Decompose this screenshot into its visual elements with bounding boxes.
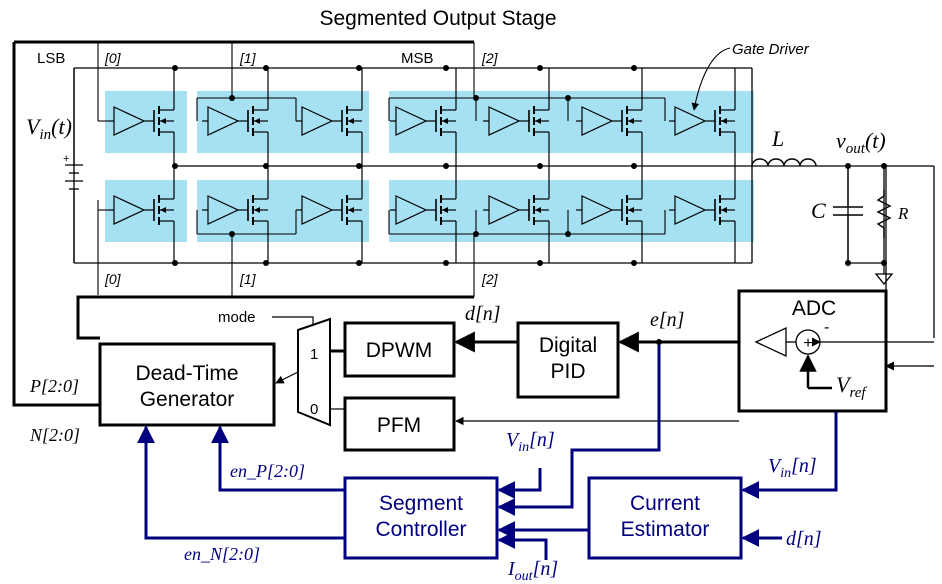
mux-input-0-label: 0 xyxy=(310,401,318,418)
blue-control-paths xyxy=(137,342,838,560)
segment-controller-label-1: Segment xyxy=(379,492,463,515)
current-estimator-label-2: Estimator xyxy=(621,518,710,541)
body-arrow xyxy=(348,118,354,124)
dpwm-label: DPWM xyxy=(366,339,433,362)
en-n-label: en_N[2:0] xyxy=(184,544,260,564)
body-arrow xyxy=(348,207,354,213)
vref-label: Vref xyxy=(836,372,867,401)
resistor-label: R xyxy=(897,204,909,223)
p-n-buses xyxy=(12,40,474,407)
input-battery xyxy=(65,68,83,263)
adc-label: ADC xyxy=(792,297,836,320)
body-arrow xyxy=(628,118,634,124)
body-arrow xyxy=(535,118,541,124)
power-switch-array xyxy=(108,68,736,263)
battery-plus-label: + xyxy=(63,153,69,165)
bottom-bus-2-label: [2] xyxy=(481,271,499,287)
ground-symbol xyxy=(874,273,894,286)
sum-plus-label: + xyxy=(803,335,812,352)
gate-bus-lines xyxy=(97,42,666,297)
vin-n-adc-label: Vin[n] xyxy=(768,455,817,481)
capacitor-symbol xyxy=(833,166,863,263)
pid-label-2: PID xyxy=(550,360,585,383)
adc-block xyxy=(737,289,888,413)
mux-input-1-label: 1 xyxy=(310,346,318,363)
sum-minus-label: - xyxy=(824,319,829,336)
body-arrow xyxy=(628,207,634,213)
segment-controller-block xyxy=(343,476,499,560)
mode-label: mode xyxy=(218,309,256,326)
resistor-symbol xyxy=(876,190,892,238)
dead-time-label-2: Generator xyxy=(140,388,235,411)
body-arrow xyxy=(442,118,448,124)
body-arrow xyxy=(721,207,727,213)
vin-source-label: Vin(t) xyxy=(26,114,72,143)
p-bus-label: P[2:0] xyxy=(29,376,79,396)
body-arrow xyxy=(535,207,541,213)
inductor-label: L xyxy=(771,126,784,151)
body-arrow xyxy=(254,207,260,213)
body-arrow xyxy=(160,118,166,124)
current-estimator-label-1: Current xyxy=(630,492,700,515)
bottom-bus-0-label: [0] xyxy=(104,271,122,287)
mode-mux xyxy=(297,317,331,427)
d-n-estimator-label: d[n] xyxy=(786,528,822,550)
pfm-label: PFM xyxy=(377,414,421,437)
thin-signal-paths xyxy=(272,316,739,426)
power-rails xyxy=(73,67,935,366)
pfm-block xyxy=(343,396,456,452)
top-bus-2-label: [2] xyxy=(481,50,499,66)
en-p-label: en_P[2:0] xyxy=(230,461,305,481)
capacitor-label: C xyxy=(811,198,826,223)
inductor-symbol xyxy=(751,158,817,167)
digital-pid-block xyxy=(516,321,620,399)
body-arrow xyxy=(442,207,448,213)
gate-driver-label: Gate Driver xyxy=(732,41,810,58)
black-signal-paths xyxy=(331,331,739,353)
n-bus-label: N[2:0] xyxy=(29,425,80,445)
current-estimator-block xyxy=(587,476,743,560)
top-bus-0-label: [0] xyxy=(104,50,122,66)
segment-controller-label-2: Controller xyxy=(375,518,466,541)
vout-label: vout(t) xyxy=(836,128,886,157)
iout-n-label: Iout[n] xyxy=(507,558,558,584)
top-bus-1-label: [1] xyxy=(239,50,257,66)
gate-driver-callout xyxy=(691,47,731,111)
e-n-label: e[n] xyxy=(650,309,684,331)
dead-time-generator-block xyxy=(98,342,276,427)
vin-n-label: Vin[n] xyxy=(506,429,555,455)
dead-time-label-1: Dead-Time xyxy=(135,362,238,385)
lsb-label: LSB xyxy=(37,50,65,67)
adc-internals xyxy=(754,326,934,390)
msb-label: MSB xyxy=(401,50,434,67)
bottom-bus-1-label: [1] xyxy=(239,271,257,287)
body-arrow xyxy=(160,207,166,213)
pid-label-1: Digital xyxy=(539,334,597,357)
e-n-junction xyxy=(656,339,662,345)
diagram-title: Segmented Output Stage xyxy=(320,7,557,30)
body-arrow xyxy=(721,118,727,124)
body-arrow xyxy=(254,118,260,124)
d-n-label: d[n] xyxy=(465,303,501,325)
